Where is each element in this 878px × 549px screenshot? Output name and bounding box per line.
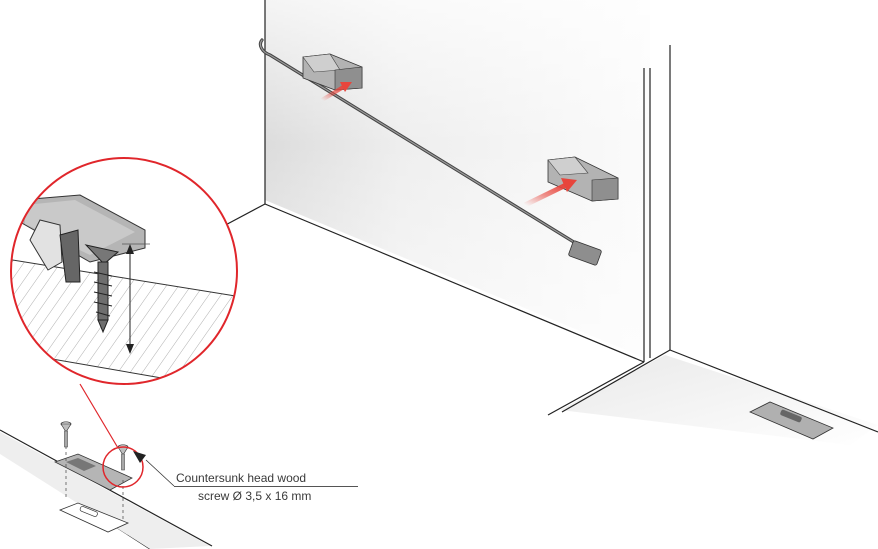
upper-bracket: [302, 53, 363, 91]
base-board-shade: [0, 432, 210, 549]
screw-callout-line-1: Countersunk head wood: [176, 471, 307, 485]
insert-arrows: [320, 82, 577, 208]
room-outline: [217, 0, 878, 433]
callout-leader: [145, 459, 175, 487]
screw-left-icon: [60, 421, 72, 448]
screw-callout-line-2: screw Ø 3,5 x 16 mm: [198, 489, 312, 503]
detail-leader: [79, 383, 119, 449]
screw-right-icon: [117, 444, 129, 471]
detail-marker: [102, 446, 144, 488]
brace-rod: [258, 38, 602, 266]
callout-underline: [174, 486, 358, 487]
callout-arrowhead: [133, 451, 146, 463]
base-bracket: [53, 440, 133, 533]
middle-bracket: [547, 156, 619, 202]
zoom-detail: [10, 157, 238, 385]
floor-plate: [749, 401, 834, 440]
floor-shadow: [560, 355, 878, 445]
back-wall: [265, 0, 650, 360]
